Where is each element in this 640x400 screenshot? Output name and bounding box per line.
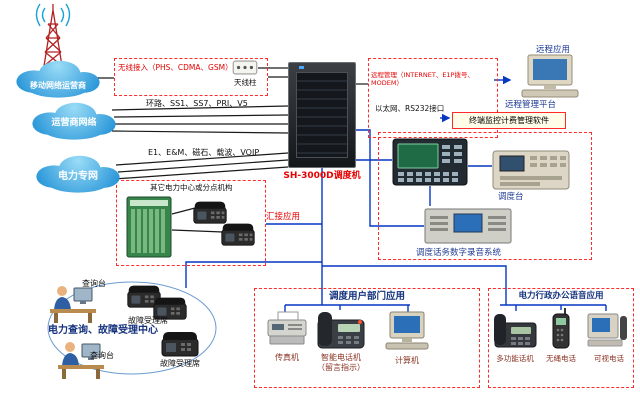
- branch-phone-icon: [192, 198, 228, 225]
- terminal-software-box: 终端监控计费管理软件: [452, 112, 566, 129]
- smart-phone-note: （留言指示）: [317, 363, 365, 372]
- rack-label: SH-3000D调度机: [283, 171, 361, 181]
- analog-lines-label: E1、E&M、磁石、载波、VOIP: [148, 148, 260, 157]
- remote-platform-label: 远程管理平台: [505, 100, 557, 110]
- dispatch-dept-box: [254, 288, 480, 388]
- multifunction-phone-icon: [492, 310, 538, 350]
- fax-label: 传真机: [275, 353, 299, 362]
- remote-computer-icon: [514, 54, 586, 100]
- cloud-mobile-label: 移动网络运营商: [30, 81, 86, 90]
- trunk-lines-label: 环路、SS1、SS7、PRI、V5: [146, 99, 248, 108]
- remote-app-label: 远程应用: [536, 45, 571, 55]
- branch-phone-icon: [220, 220, 256, 247]
- fault-phone-icon: [152, 294, 188, 321]
- computer-icon: [382, 310, 432, 352]
- callcenter-title: 电力查询、故障受理中心: [48, 325, 158, 336]
- recording-system-label: 调度话务数字录音系统: [416, 248, 502, 258]
- smart-phone-label: 智能电话机: [321, 353, 361, 362]
- query-desk-label-1: 查询台: [82, 279, 106, 288]
- cloud-carrier-label: 运营商网络: [51, 118, 97, 128]
- dispatch-console-label: 调度台: [498, 192, 524, 202]
- query-desk-label-2: 查询台: [90, 351, 114, 360]
- video-phone-label: 可视电话: [594, 354, 624, 363]
- admin-office-box: [488, 288, 634, 388]
- admin-office-title: 电力行政办公语音应用: [518, 291, 604, 301]
- fault-desk-label-2: 故障受理席: [160, 359, 200, 368]
- branch-pbx-icon: [126, 196, 172, 258]
- video-phone-icon: [586, 310, 630, 350]
- dispatch-recording-box: [378, 132, 592, 260]
- wireless-access-box: [114, 58, 268, 96]
- pbx-rack-icon: [288, 62, 356, 168]
- cordless-phone-label: 无绳电话: [546, 354, 576, 363]
- dispatch-console-dark-icon: [392, 138, 468, 186]
- antenna-tower-icon: [18, 2, 88, 74]
- cloud-carrier-network: 运营商网络: [26, 96, 122, 144]
- computer-label: 计算机: [395, 356, 419, 365]
- remote-mgmt-box: [368, 58, 498, 138]
- cordless-phone-icon: [548, 306, 574, 352]
- query-operator-icon: [54, 338, 108, 380]
- tandem-application-label: 汇接应用: [266, 212, 301, 222]
- fault-desk-label-1: 故障受理席: [128, 316, 168, 325]
- fax-machine-icon: [264, 310, 310, 350]
- cloud-power-label: 电力专网: [58, 171, 98, 182]
- branch-center-label: 其它电力中心或分点机构: [150, 183, 233, 192]
- wireless-access-label: 无线接入（PHS、CDMA、GSM）: [118, 63, 233, 72]
- fault-phone-icon: [160, 328, 200, 358]
- query-operator-icon: [46, 282, 100, 324]
- branch-center-box: [116, 180, 266, 266]
- recording-system-icon: [424, 206, 512, 246]
- multifunction-phone-label: 多功能话机: [496, 354, 534, 363]
- dispatch-dept-title: 调度用户部门应用: [328, 291, 405, 302]
- cloud-power-network: 电力专网: [30, 148, 126, 198]
- antenna-post-label: 天线柱: [234, 78, 257, 87]
- dispatch-console-light-icon: [492, 150, 570, 190]
- antenna-post-icon: [232, 60, 258, 75]
- ethernet-label: 以太网、RS232接口: [375, 104, 445, 113]
- remote-mgmt-label: 远程管理（INTERNET、E1P拨号、MODEM）: [371, 71, 474, 87]
- cloud-mobile-network: 移动网络运营商: [2, 56, 114, 100]
- smart-phone-icon: [316, 308, 366, 350]
- fault-phone-icon: [126, 282, 162, 309]
